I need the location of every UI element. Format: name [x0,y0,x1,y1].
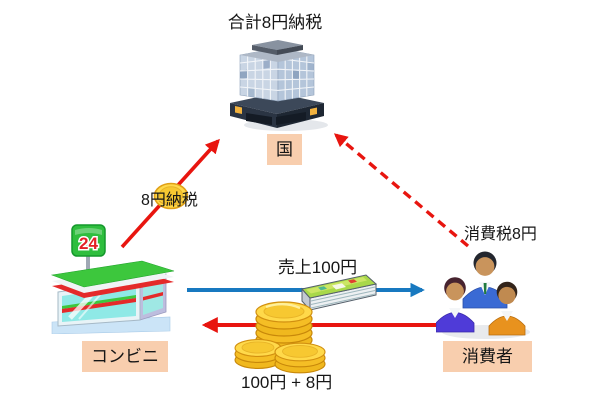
diagram-title: 合計8円納税 [227,13,323,32]
flow-label-payment: 100円 + 8円 [241,373,333,392]
coin-stacks-icon [234,301,326,374]
flow-label-store-tax: 8円納税 [141,192,198,209]
consumer-label: 消費者 [443,341,532,372]
gold-coin-icon [153,182,189,210]
government-label: 国 [267,134,302,165]
office-building-icon [230,40,328,131]
flow-label-sales: 売上100円 [277,258,358,277]
convenience-store-icon: 24 [50,224,175,334]
arrow-consumer-to-government [333,133,470,248]
store-sign-text: 24 [79,234,98,253]
consumer-group-icon [436,251,530,339]
flow-label-consumption-tax: 消費税8円 [464,226,537,243]
store-label: コンビニ [82,341,168,372]
banknote-bundle-icon [301,274,378,312]
